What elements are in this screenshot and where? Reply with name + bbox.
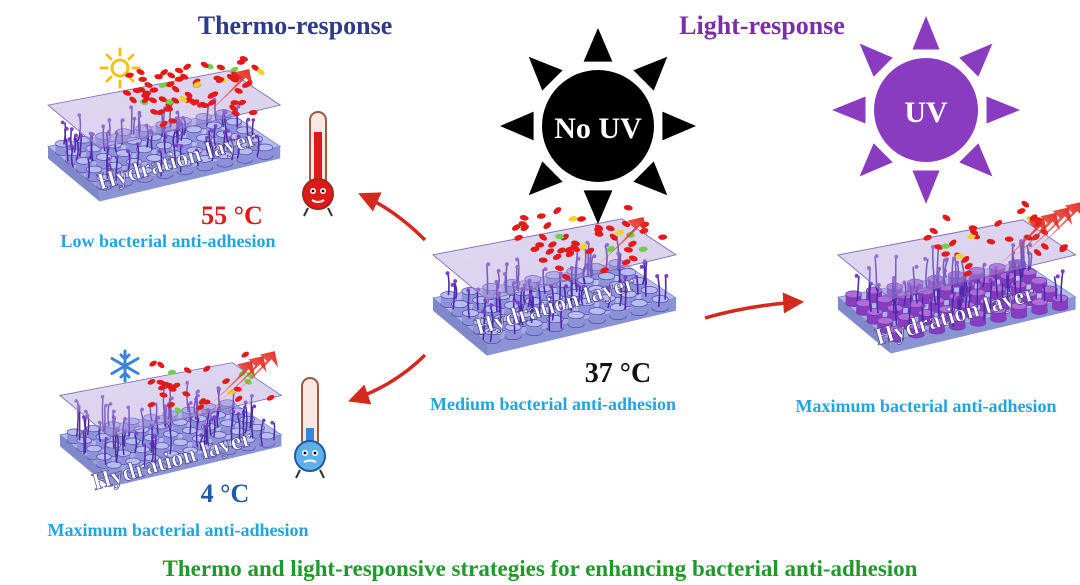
surface-plate-cold	[59, 351, 283, 488]
no-uv-label: No UV	[554, 112, 642, 145]
light-response-title: Light-response	[679, 11, 845, 40]
thermo-response-title: Thermo-response	[198, 11, 393, 40]
arrow-to-hot	[358, 192, 427, 242]
surface-plate-uv	[837, 200, 1080, 354]
surface-plate-center	[431, 205, 678, 356]
sun-black-icon	[500, 28, 696, 224]
temperature-hot: 55 °C	[201, 201, 263, 230]
hot-thermometer-icon	[302, 111, 334, 217]
snowflake-icon	[110, 349, 140, 383]
state-hot: Low bacterial anti-adhesion	[60, 231, 275, 251]
surface-plate-hot	[47, 56, 282, 202]
state-uv: Maximum bacterial anti-adhesion	[796, 396, 1057, 416]
cold-thermometer-icon	[294, 377, 326, 479]
sun-icon	[99, 47, 141, 89]
temperature-cold: 4 °C	[201, 479, 250, 508]
sun-uv-icon	[832, 16, 1020, 204]
state-center: Medium bacterial anti-adhesion	[430, 394, 676, 414]
arrow-to-cold	[348, 353, 427, 405]
uv-label: UV	[904, 96, 948, 129]
state-cold: Maximum bacterial anti-adhesion	[48, 520, 309, 540]
arrow-to-uv	[704, 292, 805, 320]
temperature-body: 37 °C	[585, 358, 651, 389]
diagram-caption: Thermo and light-responsive strategies f…	[163, 556, 918, 581]
